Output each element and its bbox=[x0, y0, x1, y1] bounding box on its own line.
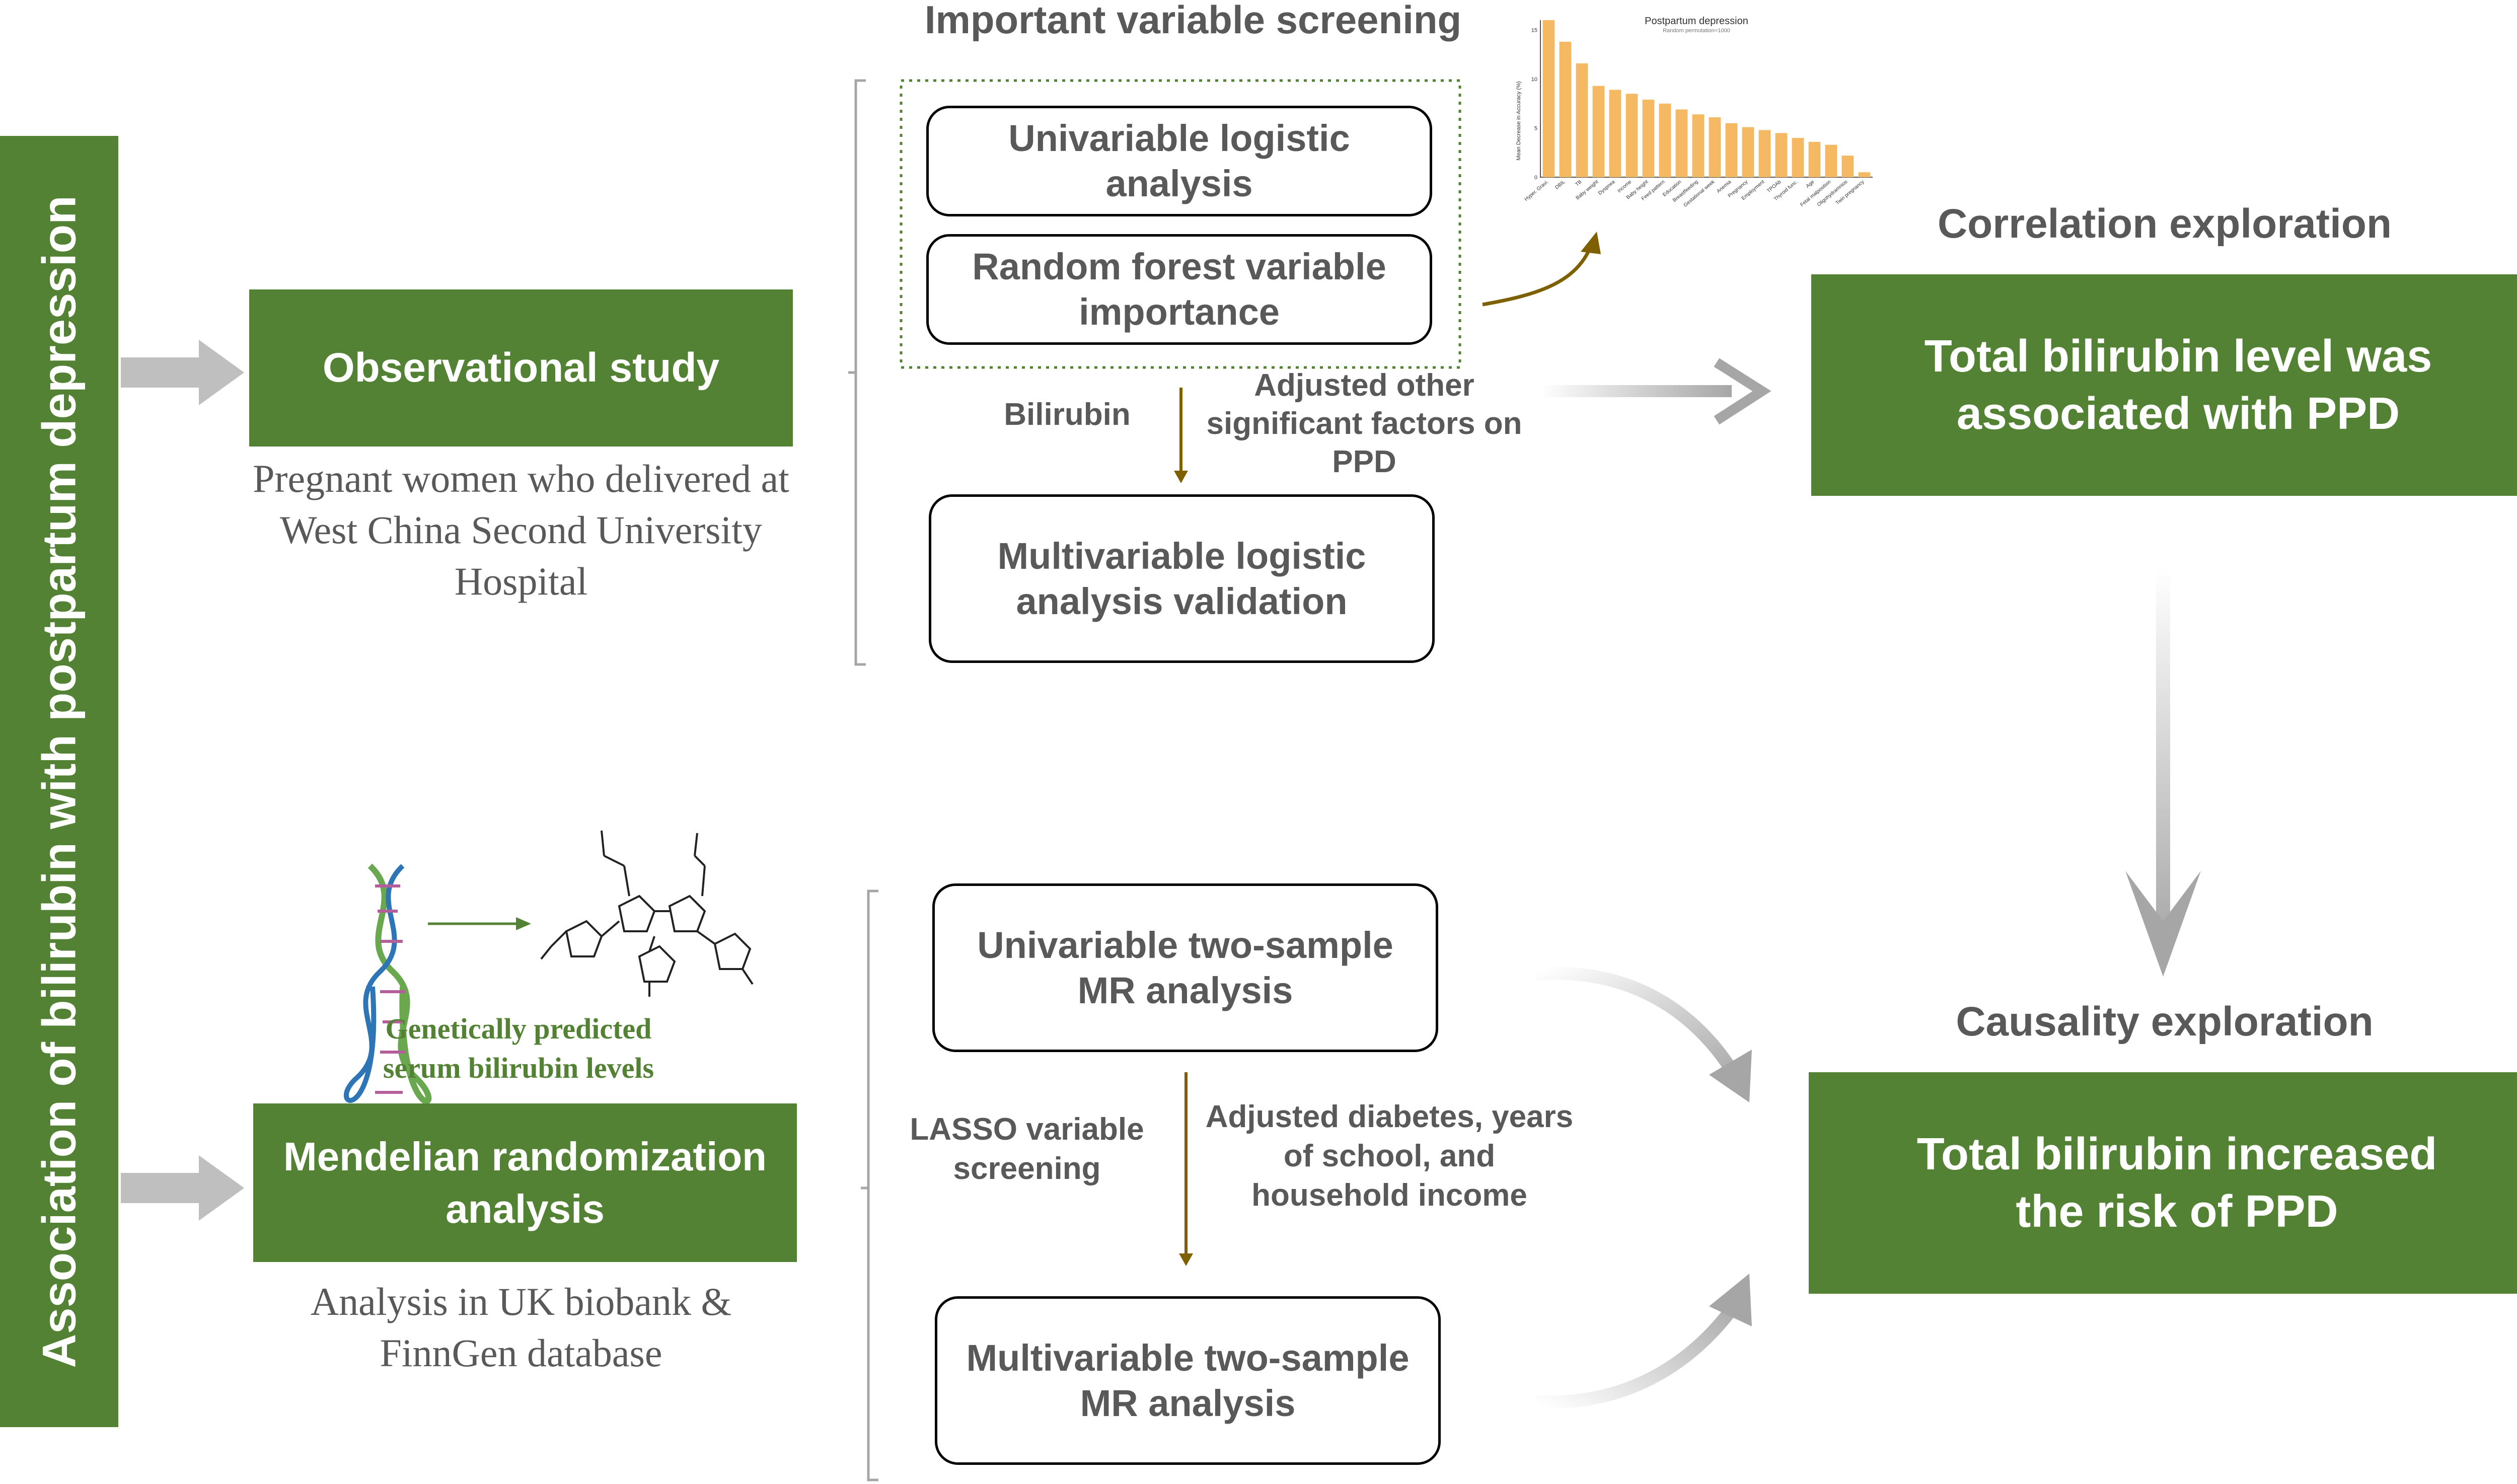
arrow-to-mendelian bbox=[121, 1155, 244, 1221]
arrow-to-correlation bbox=[1540, 358, 1771, 425]
genetic-label-line: serum bilirubin levels bbox=[383, 1052, 654, 1084]
univariable-logistic-box: Univariable logistic analysis bbox=[926, 106, 1432, 216]
result-line: the risk of PPD bbox=[2016, 1186, 2338, 1237]
lasso-label: LASSO variable screening bbox=[896, 1110, 1158, 1189]
bilirubin-molecule-icon bbox=[540, 830, 754, 997]
mendelian-subtitle-line: FinnGen database bbox=[380, 1331, 662, 1375]
arrow-mr-univariable-to-causality bbox=[1535, 967, 1752, 1102]
observational-subtitle: Pregnant women who delivered at West Chi… bbox=[216, 453, 826, 607]
left-vertical-bar-label: Association of bilirubin with postpartum… bbox=[32, 195, 86, 1368]
arrow-lasso-to-multivariable bbox=[1179, 1072, 1193, 1266]
box-line: importance bbox=[1079, 291, 1280, 333]
left-vertical-bar: Association of bilirubin with postpartum… bbox=[0, 136, 118, 1427]
result-line: Total bilirubin level was bbox=[1924, 331, 2432, 382]
arrow-bilirubin-to-validation bbox=[1174, 388, 1188, 483]
observational-subtitle-line: Pregnant women who delivered at bbox=[253, 457, 789, 500]
multivariable-logistic-box: Multivariable logistic analysis validati… bbox=[929, 494, 1435, 663]
label-line: PPD bbox=[1332, 444, 1396, 479]
box-line: analysis validation bbox=[1016, 580, 1348, 622]
arrow-to-observational bbox=[121, 340, 244, 405]
box-line: Multivariable logistic bbox=[997, 535, 1366, 577]
arrow-dna-to-molecule bbox=[428, 917, 531, 930]
correlation-result-box: Total bilirubin level was associated wit… bbox=[1811, 274, 2517, 496]
label-line: Adjusted diabetes, years bbox=[1205, 1099, 1574, 1134]
bracket-top bbox=[848, 79, 866, 666]
correlation-heading: Correlation exploration bbox=[1937, 201, 2392, 247]
box-line: Univariable two-sample bbox=[977, 924, 1393, 966]
label-line: significant factors on bbox=[1206, 406, 1522, 441]
observational-subtitle-line: Hospital bbox=[454, 559, 588, 603]
adjusted-diabetes-label: Adjusted diabetes, years of school, and … bbox=[1178, 1097, 1601, 1215]
label-line: Adjusted other bbox=[1254, 368, 1474, 403]
box-line: Multivariable two-sample bbox=[966, 1337, 1410, 1379]
box-line: Univariable logistic bbox=[1008, 117, 1350, 159]
screening-frame bbox=[900, 79, 1461, 369]
box-line: MR analysis bbox=[1077, 969, 1293, 1011]
mendelian-subtitle: Analysis in UK biobank & FinnGen databas… bbox=[242, 1276, 800, 1379]
arrow-to-chart bbox=[1482, 232, 1601, 307]
bracket-bottom bbox=[861, 889, 878, 1481]
arrow-mr-multivariable-to-causality bbox=[1535, 1274, 1752, 1409]
causality-heading: Causality exploration bbox=[1956, 999, 2374, 1045]
label-line: of school, and bbox=[1283, 1139, 1496, 1173]
multivariable-mr-box: Multivariable two-sample MR analysis bbox=[935, 1296, 1441, 1465]
arrow-correlation-to-causality bbox=[2125, 569, 2201, 977]
causality-result-box: Total bilirubin increased the risk of PP… bbox=[1809, 1072, 2517, 1294]
observational-study-box: Observational study bbox=[249, 289, 793, 447]
bilirubin-label: Bilirubin bbox=[1004, 397, 1131, 432]
label-line: screening bbox=[953, 1151, 1101, 1186]
observational-study-title: Observational study bbox=[322, 345, 720, 391]
genetic-label-line: Genetically predicted bbox=[385, 1012, 652, 1045]
label-line: LASSO variable bbox=[910, 1112, 1144, 1147]
mendelian-randomization-box: Mendelian randomization analysis bbox=[253, 1103, 797, 1262]
dna-helix-icon bbox=[343, 863, 432, 1104]
adjusted-factors-label: Adjusted other significant factors on PP… bbox=[1188, 366, 1540, 481]
mendelian-title-line: analysis bbox=[446, 1186, 605, 1231]
result-line: Total bilirubin increased bbox=[1916, 1129, 2437, 1179]
box-line: analysis bbox=[1105, 163, 1253, 204]
genetic-label: Genetically predicted serum bilirubin le… bbox=[322, 1009, 715, 1088]
label-line: household income bbox=[1251, 1178, 1527, 1213]
box-line: Random forest variable bbox=[972, 246, 1386, 287]
box-line: MR analysis bbox=[1080, 1382, 1296, 1424]
screening-heading: Important variable screening bbox=[924, 0, 1462, 42]
random-forest-box: Random forest variable importance bbox=[926, 234, 1432, 345]
univariable-mr-box: Univariable two-sample MR analysis bbox=[932, 883, 1438, 1052]
mendelian-title-line: Mendelian randomization bbox=[283, 1134, 767, 1179]
observational-subtitle-line: West China Second University bbox=[280, 508, 762, 552]
mendelian-subtitle-line: Analysis in UK biobank & bbox=[310, 1280, 732, 1323]
result-line: associated with PPD bbox=[1956, 389, 2400, 439]
